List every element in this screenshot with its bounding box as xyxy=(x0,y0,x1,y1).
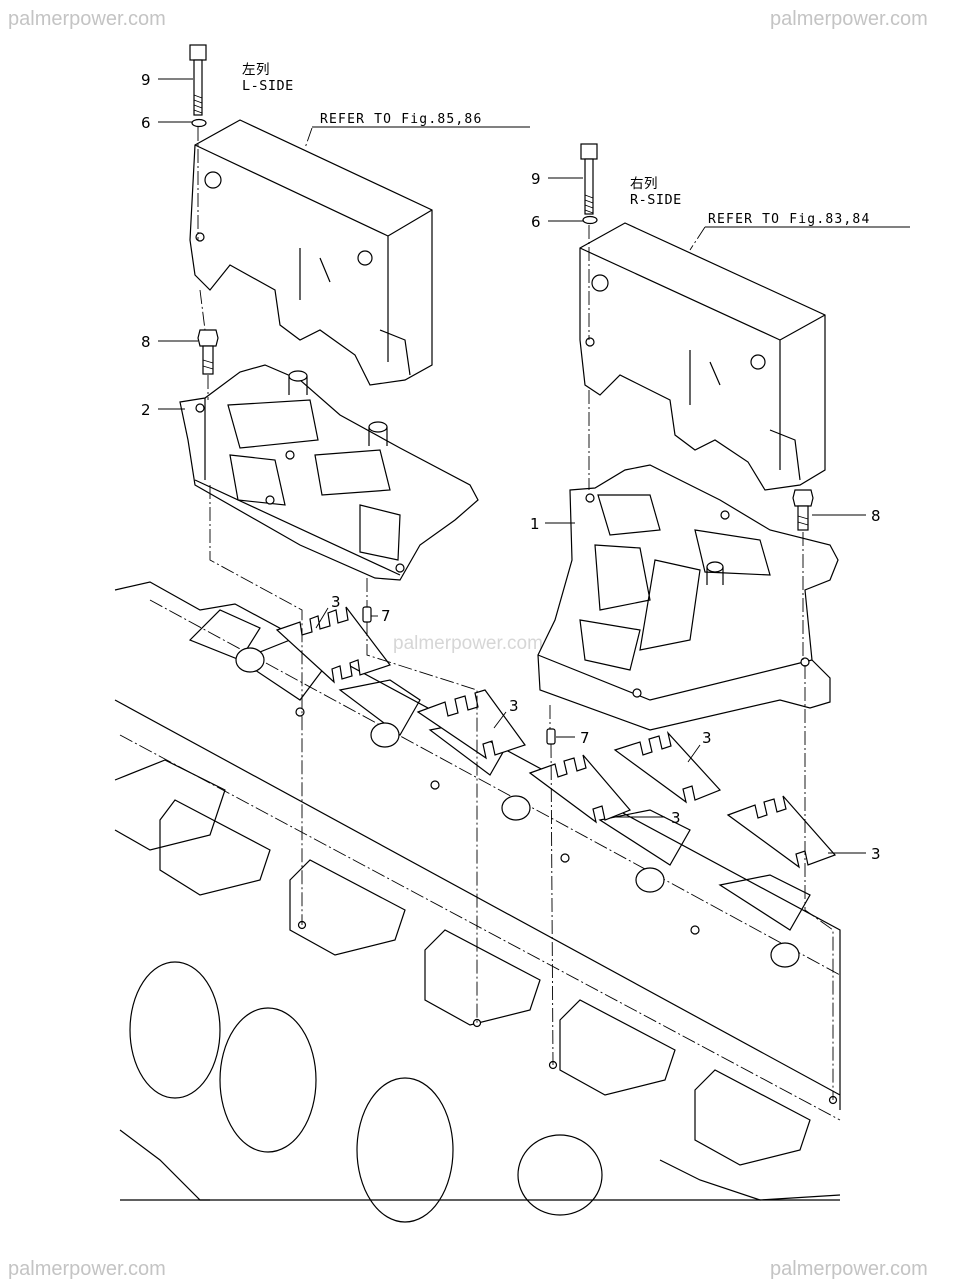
housing-left xyxy=(189,119,433,386)
callout-3-center: 3 xyxy=(509,697,519,715)
bolt-9-right xyxy=(580,143,598,215)
shim-plates xyxy=(275,606,837,869)
callout-7-left: 7 xyxy=(381,607,391,625)
housing-right xyxy=(579,222,826,491)
callout-6-left: 6 xyxy=(141,114,151,132)
callout-3-right-middle: 3 xyxy=(671,809,681,827)
callout-3-left: 3 xyxy=(331,593,341,611)
callout-7-right: 7 xyxy=(580,729,590,747)
watermark-bottom-right: palmerpower.com xyxy=(770,1258,928,1280)
washer-6-left xyxy=(191,118,207,128)
washer-6-right xyxy=(582,215,598,225)
right-refer-note: REFER TO Fig.83,84 xyxy=(708,212,870,227)
callout-3-right-upper: 3 xyxy=(702,729,712,747)
dowel-7-right xyxy=(546,728,556,745)
callout-6-right: 6 xyxy=(531,213,541,231)
bolt-8-left xyxy=(197,329,219,375)
callout-9-right: 9 xyxy=(531,170,541,188)
watermark-center: palmerpower.com xyxy=(393,633,543,654)
left-side-label-en: L-SIDE xyxy=(242,78,294,94)
watermark-bottom-left: palmerpower.com xyxy=(8,1258,166,1280)
bolt-8-right xyxy=(792,489,814,531)
leader-lines xyxy=(158,78,910,854)
left-side-label-jp: 左列 xyxy=(242,62,270,78)
right-side-label-jp: 右列 xyxy=(630,176,658,192)
dowel-7-left xyxy=(362,606,372,623)
callout-2: 2 xyxy=(141,401,151,419)
bolt-9-left xyxy=(189,44,207,116)
callout-8-right: 8 xyxy=(871,507,881,525)
bracket-right xyxy=(537,464,839,731)
watermark-top-left: palmerpower.com xyxy=(8,8,166,30)
left-refer-note: REFER TO Fig.85,86 xyxy=(320,112,482,127)
assembly-centerlines xyxy=(197,127,834,1100)
callout-9-left: 9 xyxy=(141,71,151,89)
watermark-top-right: palmerpower.com xyxy=(770,8,928,30)
callout-8-left: 8 xyxy=(141,333,151,351)
callout-3-right-lower: 3 xyxy=(871,845,881,863)
bracket-left xyxy=(179,364,479,581)
callout-1: 1 xyxy=(530,515,540,533)
right-side-label-en: R-SIDE xyxy=(630,192,682,208)
engine-block xyxy=(114,581,841,1223)
